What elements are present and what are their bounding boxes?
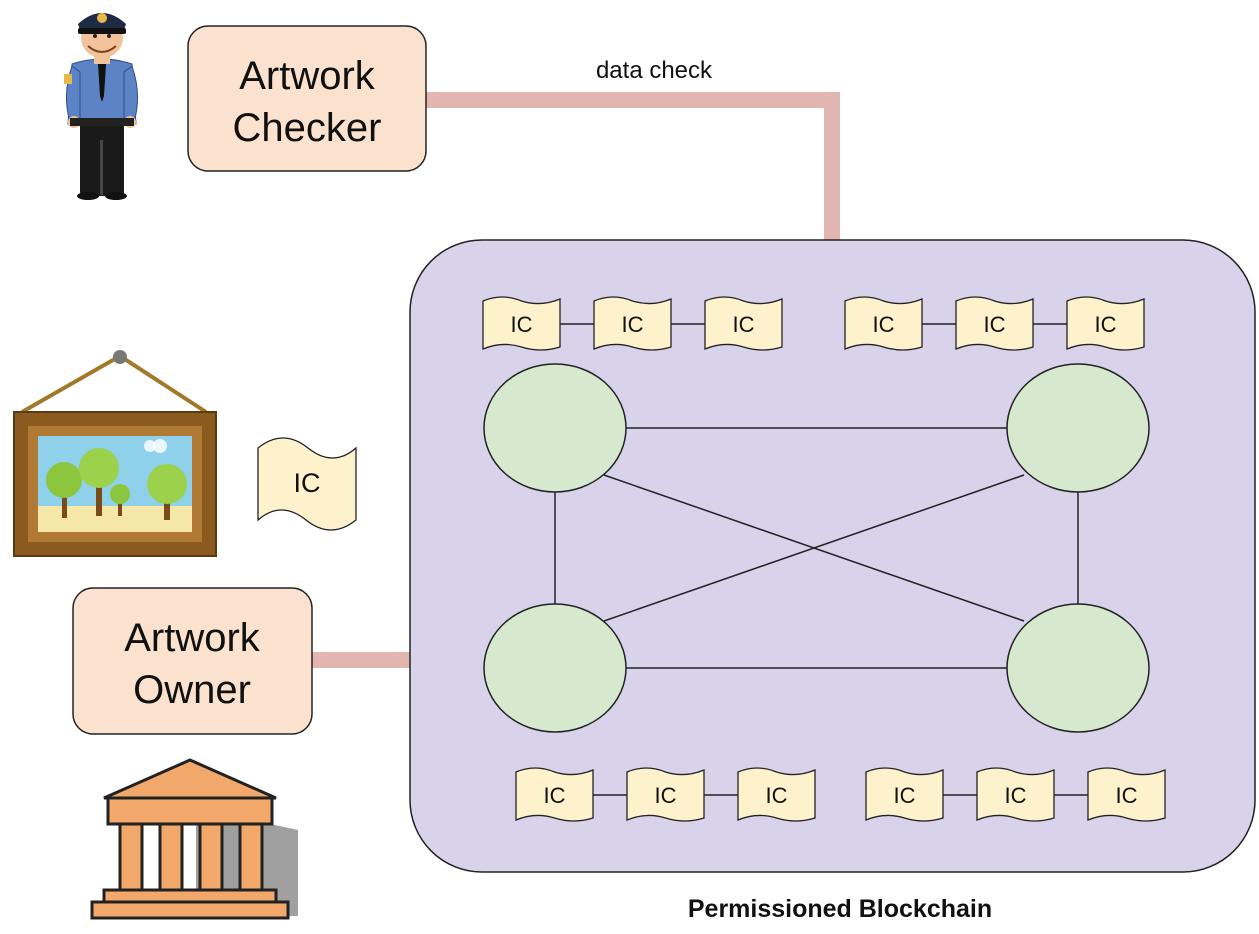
ic-token-label: IC: [766, 783, 788, 808]
ic-token-label: IC: [873, 312, 895, 337]
ic-token: [976, 767, 1055, 822]
owner-to-blockchain-link: [312, 652, 410, 668]
edge-diagonal-up: [603, 474, 1025, 622]
museum-building-icon: [90, 758, 298, 920]
checker-label-line1: Artwork: [239, 54, 376, 98]
ic-token: [593, 296, 672, 351]
artwork-ic-token-label: IC: [294, 468, 321, 498]
ic-token-label: IC: [1005, 783, 1027, 808]
police-officer-icon: [64, 13, 138, 200]
ic-token: [865, 767, 944, 822]
ic-token: [704, 296, 783, 351]
ic-token: [844, 296, 923, 351]
ic-token-label: IC: [511, 312, 533, 337]
ic-token-label: IC: [984, 312, 1006, 337]
node-top-right: [1006, 363, 1150, 493]
ic-token: [1087, 767, 1166, 822]
ic-token: [482, 296, 561, 351]
blockchain-caption: Permissioned Blockchain: [688, 895, 992, 923]
ic-token-label: IC: [622, 312, 644, 337]
artwork-ic-token: [257, 437, 357, 531]
ic-token: [515, 767, 594, 822]
ic-token-label: IC: [1116, 783, 1138, 808]
ic-token: [1066, 296, 1145, 351]
artwork-checker-box: [187, 25, 427, 172]
ic-token: [955, 296, 1034, 351]
data-check-label: data check: [596, 57, 713, 84]
ic-token: [626, 767, 705, 822]
ic-token-label: IC: [733, 312, 755, 337]
ic-token-label: IC: [894, 783, 916, 808]
checker-to-blockchain-link: [426, 92, 840, 240]
node-bottom-right: [1006, 603, 1150, 733]
ic-token-label: IC: [544, 783, 566, 808]
node-bottom-left: [483, 603, 627, 733]
ic-token-label: IC: [1095, 312, 1117, 337]
owner-label-line2: Owner: [133, 668, 251, 712]
artwork-owner-box: [72, 587, 313, 735]
checker-label-line2: Checker: [233, 106, 382, 150]
owner-label-line1: Artwork: [124, 616, 261, 660]
token-chains: IC IC IC IC IC IC IC IC IC IC IC IC: [482, 296, 1166, 822]
node-edges: [554, 427, 1079, 669]
ic-token-label: IC: [655, 783, 677, 808]
node-top-left: [483, 363, 627, 493]
ic-token: [737, 767, 816, 822]
framed-painting-icon: [13, 350, 217, 557]
